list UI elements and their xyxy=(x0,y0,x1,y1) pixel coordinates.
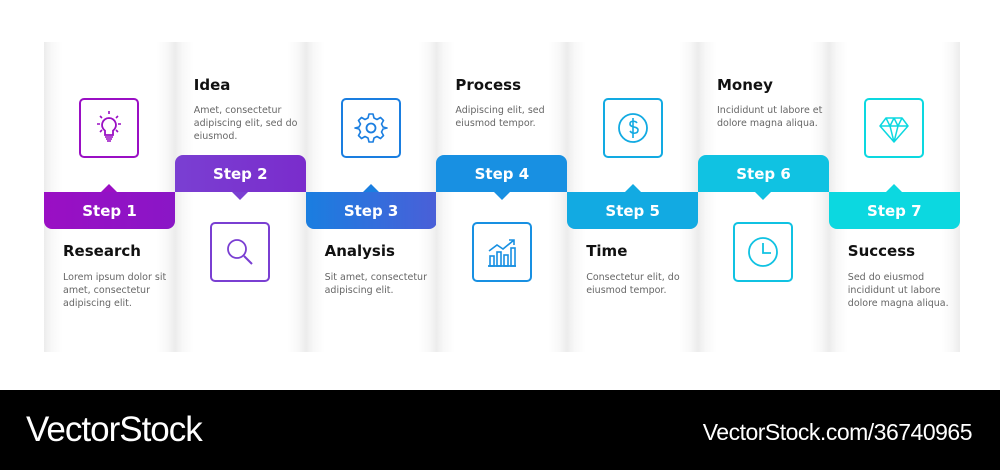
step-title: Money xyxy=(717,76,773,94)
clock-icon xyxy=(733,222,794,282)
bar-notch xyxy=(886,184,903,192)
step-2-label: Step 2 xyxy=(174,155,306,192)
step-title: Time xyxy=(586,242,628,260)
step-title: Analysis xyxy=(324,242,395,260)
bar-notch xyxy=(232,192,249,200)
vectorstock-logo: VectorStock xyxy=(26,410,203,449)
bar-notch xyxy=(493,192,510,200)
step-title: Research xyxy=(63,242,141,260)
step-description: Sit amet, consectetur adipiscing elit. xyxy=(324,272,427,296)
gear-icon xyxy=(341,98,401,158)
step-description: Incididunt ut labore et dolore magna ali… xyxy=(717,105,823,129)
step-title: Idea xyxy=(193,76,231,94)
chart-growth-icon xyxy=(471,222,532,282)
step-5-label: Step 5 xyxy=(567,192,699,229)
lightbulb-icon xyxy=(79,98,140,158)
bar-notch xyxy=(101,184,118,192)
step-description: Adipiscing elit, sed eiusmod tempor. xyxy=(455,105,545,129)
step-6-label: Step 6 xyxy=(698,155,829,192)
bar-notch xyxy=(363,184,379,192)
step-description: Consectetur elit, do eiusmod tempor. xyxy=(586,272,680,296)
step-4-label: Step 4 xyxy=(436,155,568,192)
step-description: Lorem ipsum dolor sit amet, consectetur … xyxy=(63,272,167,309)
step-3-label: Step 3 xyxy=(305,192,437,229)
dollar-icon xyxy=(602,98,663,158)
step-description: Sed do eiusmod incididunt ut labore dolo… xyxy=(847,272,949,309)
step-description: Amet, consectetur adipiscing elit, sed d… xyxy=(193,105,298,142)
bar-notch xyxy=(624,184,641,192)
step-7-label: Step 7 xyxy=(828,192,960,229)
image-url: VectorStock.com/36740965 xyxy=(702,419,973,445)
search-icon xyxy=(210,222,271,282)
step-title: Process xyxy=(455,76,522,94)
step-title: Success xyxy=(847,242,916,260)
footer-band: VectorStock VectorStock.com/36740965 xyxy=(0,390,1000,470)
diamond-icon xyxy=(864,98,925,158)
step-1-label: Step 1 xyxy=(44,192,175,229)
bar-notch xyxy=(755,192,772,200)
